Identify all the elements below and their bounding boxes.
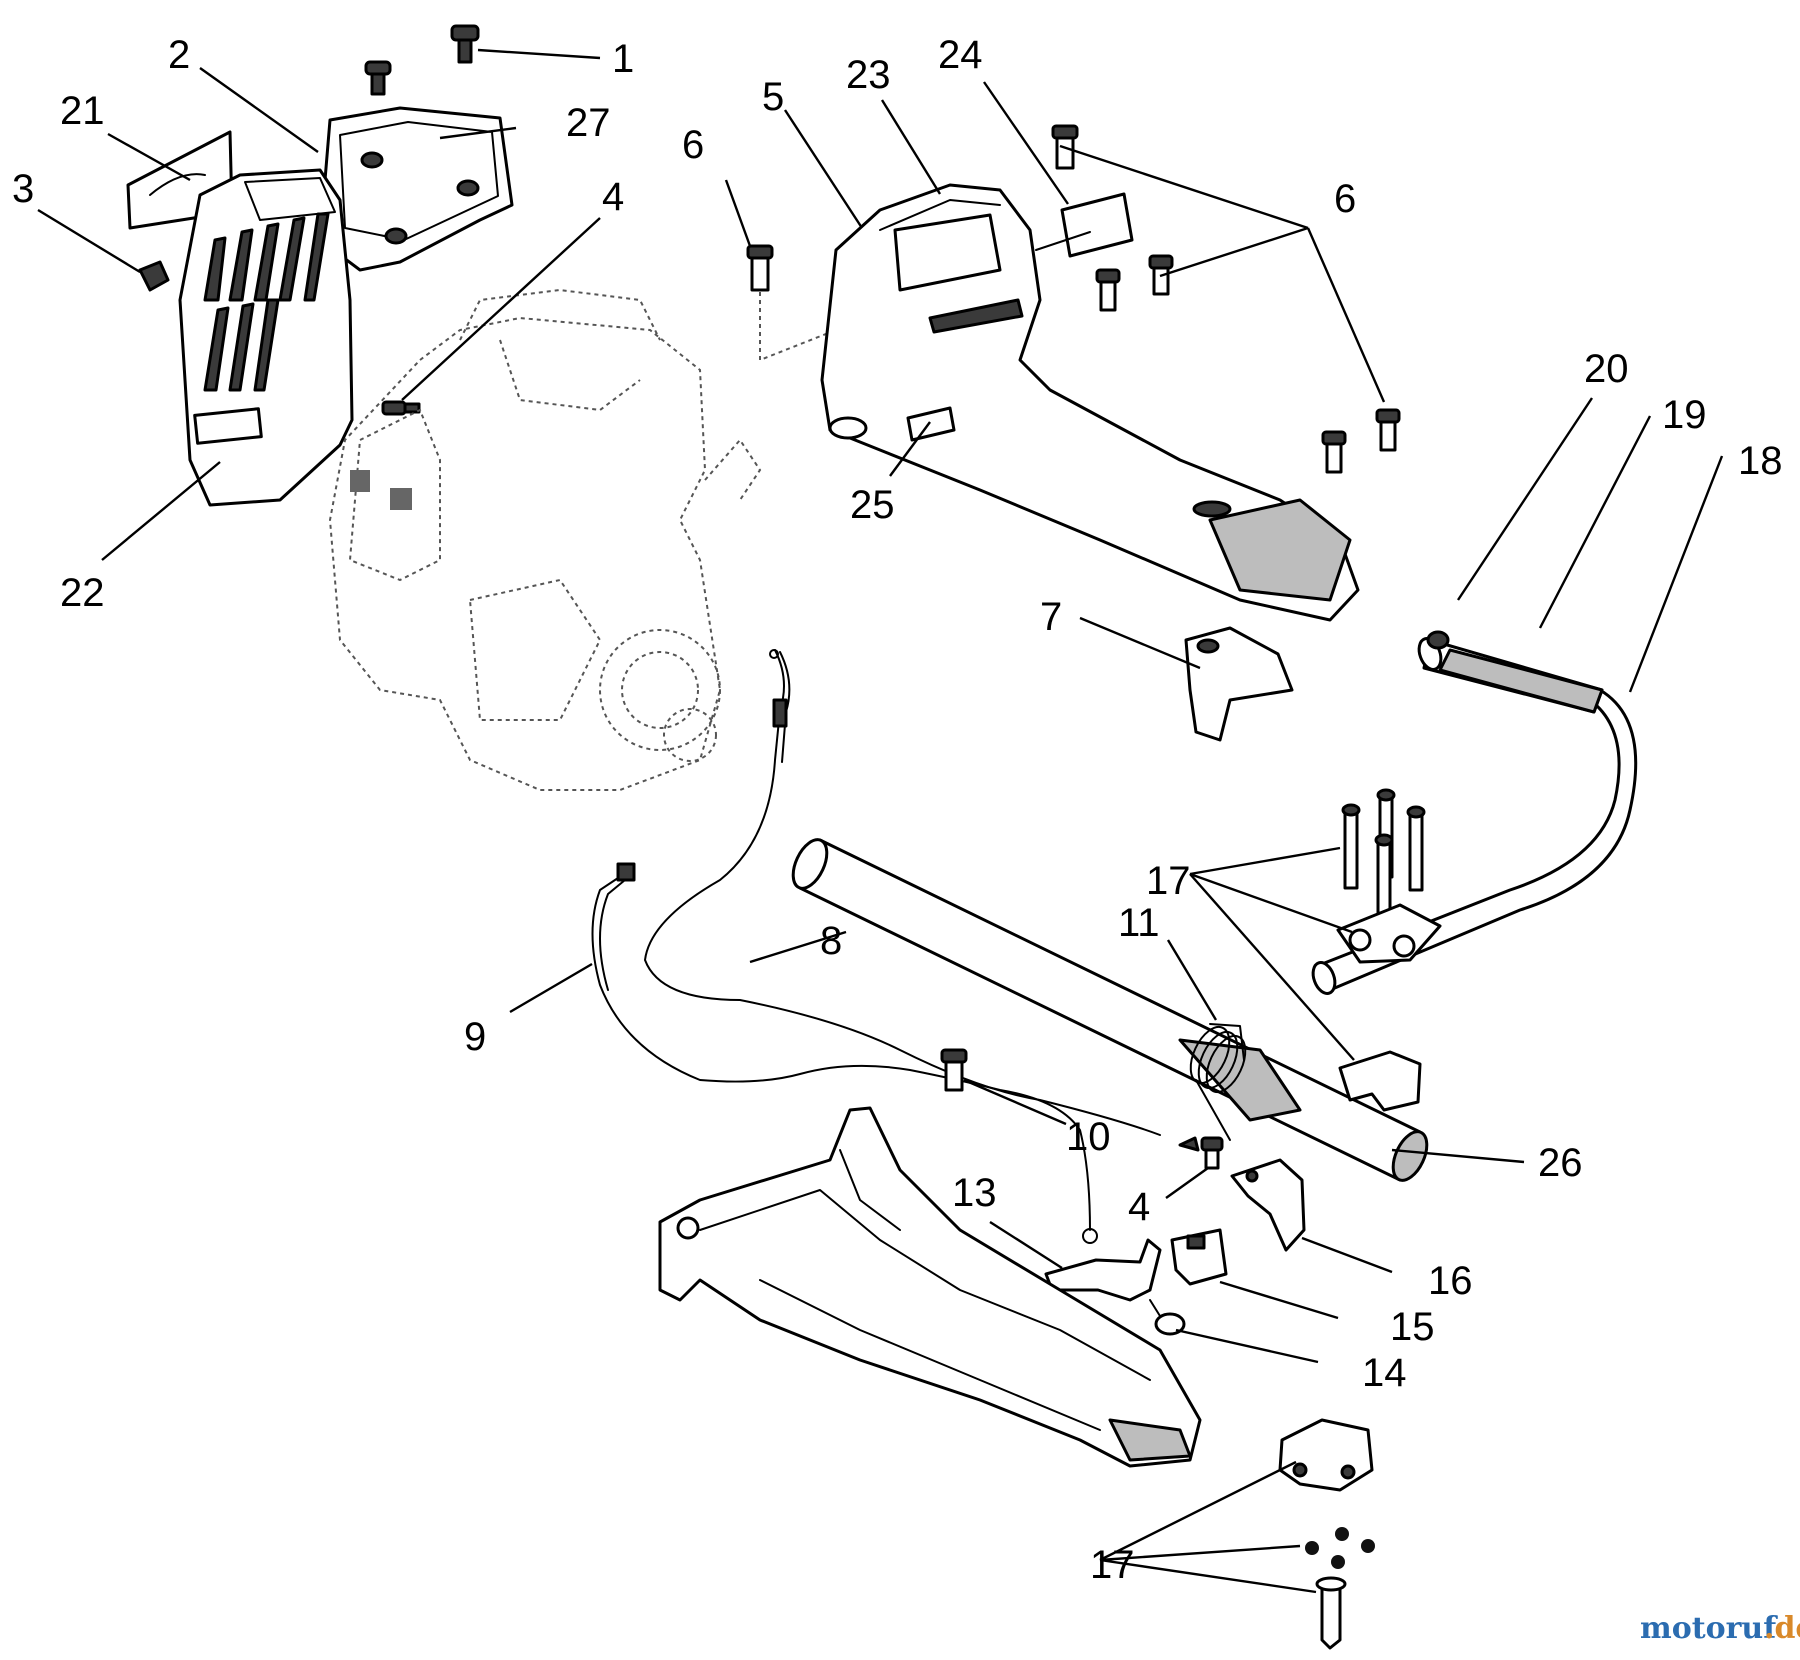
watermark-suffix: .de <box>1764 1611 1800 1646</box>
callout-25: 25 <box>850 483 895 527</box>
part-15-switch <box>1170 1228 1228 1286</box>
callout-16: 16 <box>1428 1259 1473 1303</box>
leader-lines <box>37 48 1724 1594</box>
part-24-decal <box>1035 192 1134 258</box>
part-11-drive-tube <box>791 838 1429 1182</box>
callout-13: 13 <box>952 1171 997 1215</box>
callout-19: 19 <box>1662 393 1707 437</box>
part-17-clamp-lower <box>1278 1418 1374 1492</box>
callout-8: 8 <box>820 919 842 963</box>
callout-6-left: 6 <box>682 123 704 167</box>
part-6-screws-right <box>1051 124 1401 474</box>
part-17-clamp-middle <box>1338 1050 1422 1112</box>
callout-14: 14 <box>1362 1351 1407 1395</box>
callout-10: 10 <box>1066 1115 1111 1159</box>
part-1-screw <box>450 24 480 64</box>
callout-15: 15 <box>1390 1305 1435 1349</box>
part-handle-housing <box>658 1106 1202 1468</box>
part-5-housing <box>820 183 1360 622</box>
callout-27: 27 <box>566 101 611 145</box>
part-17-clamp-upper <box>1336 788 1442 964</box>
callout-23: 23 <box>846 53 891 97</box>
callout-7: 7 <box>1040 595 1062 639</box>
callout-24: 24 <box>938 33 983 77</box>
callout-3: 3 <box>12 167 34 211</box>
tube-band <box>1189 1023 1247 1094</box>
part-10-screw <box>940 1048 968 1092</box>
part-4-bolt-lower <box>1200 1136 1224 1170</box>
callout-21: 21 <box>60 89 105 133</box>
part-6-screw-left <box>746 244 837 362</box>
callout-11: 11 <box>1118 901 1160 945</box>
callout-4-lower: 4 <box>1128 1185 1150 1229</box>
part-3-fastener <box>138 260 170 292</box>
callout-9: 9 <box>464 1015 486 1059</box>
callout-20: 20 <box>1584 347 1629 391</box>
screw-near-2 <box>364 60 392 96</box>
callout-5: 5 <box>762 75 784 119</box>
callout-17-upper: 17 <box>1146 859 1191 903</box>
engine-block <box>328 288 762 791</box>
callout-18: 18 <box>1738 439 1783 483</box>
part-22-engine-cover <box>178 168 354 507</box>
part-17-long-bolt <box>1315 1576 1347 1650</box>
part-14-spring <box>1149 1299 1186 1336</box>
callout-17-lower: 17 <box>1090 1543 1135 1587</box>
part-13-trigger <box>1044 1238 1162 1302</box>
callout-4-upper: 4 <box>602 175 624 219</box>
callout-26: 26 <box>1538 1141 1583 1185</box>
part-17-nuts <box>1305 1527 1375 1569</box>
watermark-main: motoruf <box>1640 1611 1778 1646</box>
callout-6-right: 6 <box>1334 177 1356 221</box>
part-18-handle-bar <box>1311 630 1638 995</box>
callout-2: 2 <box>168 33 190 77</box>
part-16-bracket <box>1230 1158 1306 1252</box>
watermark-logo: motoruf .de <box>1640 1611 1800 1646</box>
callout-labels: 1 2 27 21 3 4 22 6 5 23 24 6 25 7 20 19 … <box>12 33 1783 1587</box>
callout-1: 1 <box>612 37 634 81</box>
part-4-bolt-upper <box>381 400 421 416</box>
part-9-wire-harness <box>591 862 1098 1244</box>
part-7-clip <box>1184 626 1294 742</box>
callout-22: 22 <box>60 571 105 615</box>
